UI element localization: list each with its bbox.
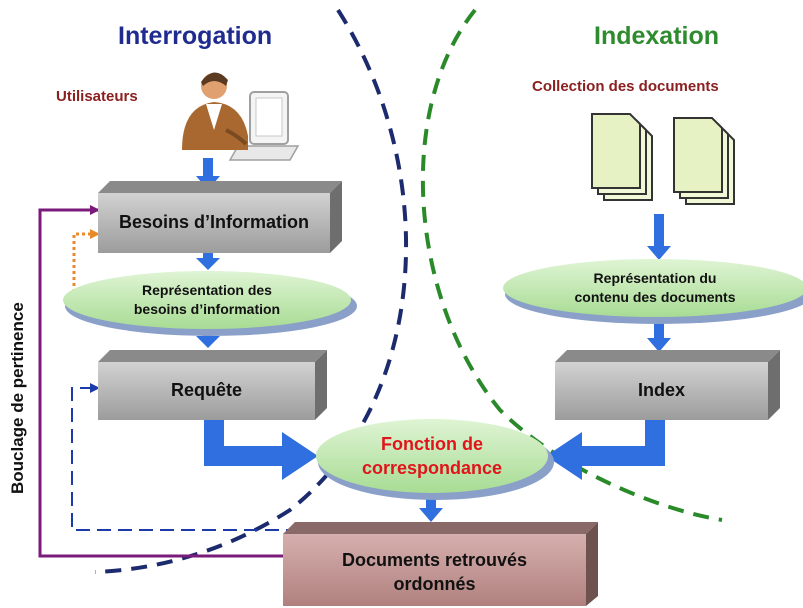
relevance-feedback-loop [38, 205, 290, 558]
docs-repr-line2: contenu des documents [574, 289, 736, 305]
docs-repr-ellipse [503, 259, 803, 324]
collection-label: Collection des documents [532, 78, 719, 95]
matching-ellipse [316, 419, 554, 500]
needs-repr-line1: Représentation des [142, 282, 272, 298]
matching-line1: Fonction de [381, 434, 483, 454]
user-at-computer-icon [182, 72, 300, 161]
query-box-label: Requête [170, 380, 242, 400]
left-dashed-curve [94, 8, 409, 574]
feedback-loop-text: Bouclage de pertinence [8, 302, 27, 494]
right-dashed-curve [420, 8, 723, 522]
results-box [283, 522, 598, 606]
matching-label: Fonction de correspondance [316, 432, 548, 480]
needs-repr-line2: besoins d’information [133, 301, 281, 317]
needs-repr-ellipse [63, 271, 357, 336]
interrogation-title: Interrogation [118, 22, 273, 50]
index-box [555, 350, 780, 420]
needs-repr-feedback-loop [72, 229, 100, 292]
query-to-matching-arrow [204, 418, 318, 480]
indexation-title: Indexation [594, 22, 720, 50]
docs-repr-line1: Représentation du [593, 270, 717, 286]
results-label-line1: Documents retrouvés [341, 550, 528, 570]
needs-box [98, 181, 342, 253]
results-box-label: Documents retrouvés ordonnés [283, 548, 586, 596]
needs-box-label: Besoins d’Information [118, 212, 309, 232]
matching-line2: correspondance [361, 458, 503, 478]
query-box [98, 350, 327, 420]
document-stack-icon [591, 113, 735, 205]
needs-repr-label: Représentation des besoins d’information [63, 281, 351, 319]
users-label: Utilisateurs [56, 88, 138, 105]
query-feedback-loop [71, 383, 300, 531]
docs-repr-label: Représentation du contenu des documents [503, 269, 803, 307]
index-to-matching-arrow [546, 418, 665, 480]
index-box-label: Index [637, 380, 685, 400]
results-label-line2: ordonnés [393, 574, 476, 594]
